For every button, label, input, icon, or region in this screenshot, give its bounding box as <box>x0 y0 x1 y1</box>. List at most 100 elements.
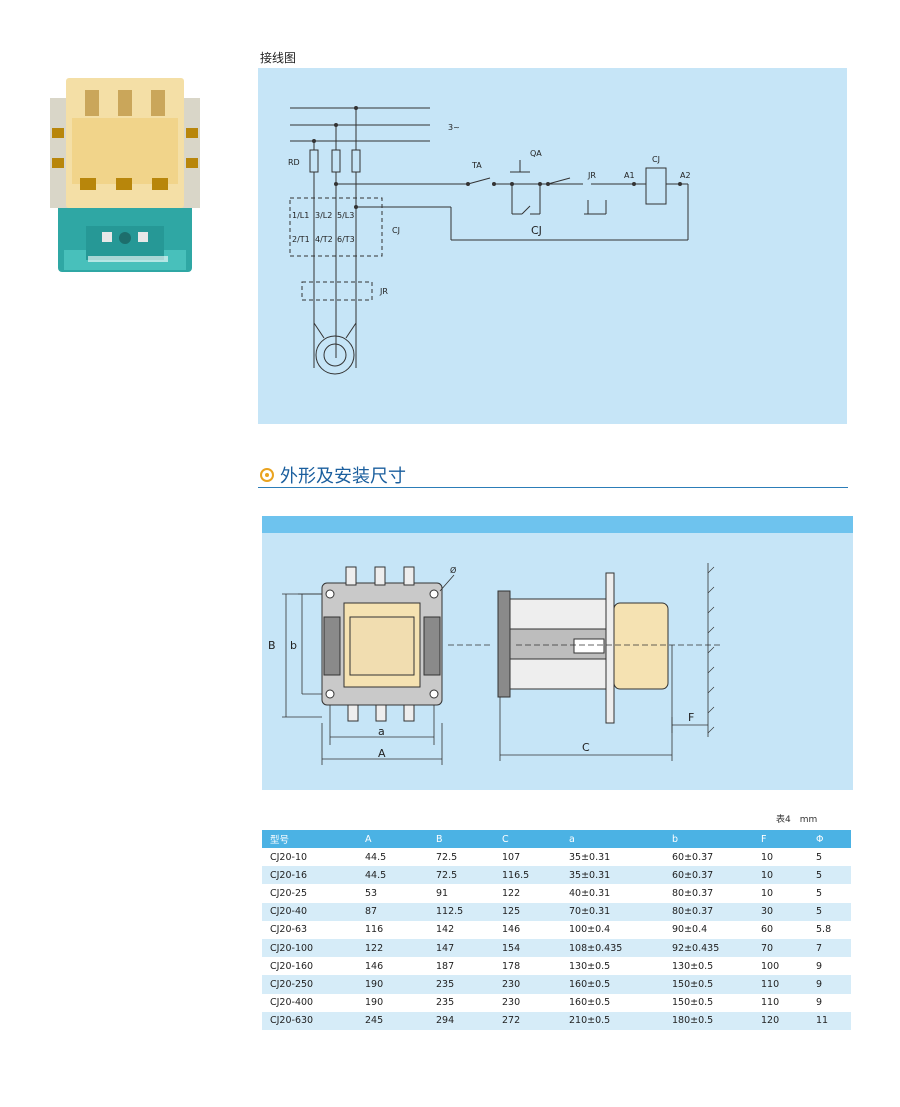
table-cell: 230 <box>502 997 521 1009</box>
table-cell: 70 <box>753 938 808 958</box>
table-cell: 235 <box>436 997 455 1009</box>
table-cell: 10 <box>753 866 808 885</box>
table-cell: 146 <box>502 924 521 936</box>
table-cell: CJ20-250 <box>262 975 357 994</box>
table-cell: CJ20-63 <box>270 924 308 936</box>
dimension-header-strip <box>262 516 853 533</box>
dim-F-label: F <box>688 711 694 724</box>
table-cell: 5.8 <box>816 924 832 936</box>
dim-C-label: C <box>582 741 590 754</box>
table-cell: CJ20-160 <box>270 960 314 972</box>
rd-label: RD <box>288 158 300 167</box>
table-cell: CJ20-630 <box>262 1011 357 1030</box>
table-cell: CJ20-10 <box>270 851 308 863</box>
l1-label: 1/L1 <box>292 211 309 220</box>
table-cell: 80±0.37 <box>664 902 753 921</box>
jr-label: JR <box>587 171 596 180</box>
table-cell: 44.5 <box>365 851 387 863</box>
table-cell: 190 <box>357 975 428 994</box>
table-cell: 180±0.5 <box>664 1011 753 1030</box>
jr-box-label: JR <box>379 287 388 296</box>
dimension-drawing: B b a A C F Ø <box>268 563 722 765</box>
qa-label: QA <box>530 149 542 158</box>
table-cell: 92±0.435 <box>664 938 753 958</box>
table-cell: 116 <box>365 924 384 936</box>
dim-phi-label: Ø <box>450 565 456 575</box>
table-cell: 10 <box>761 851 774 863</box>
bullet-ring-icon <box>260 468 274 482</box>
table-cell: 35±0.31 <box>569 851 611 863</box>
table-cell: 294 <box>428 1011 494 1030</box>
t3-label: 6/T3 <box>337 235 355 244</box>
header-cell: b <box>664 830 753 848</box>
table-cell: 187 <box>436 960 455 972</box>
table-cell: 150±0.5 <box>672 997 714 1009</box>
l3-label: 5/L3 <box>337 211 354 220</box>
table-cell: 30 <box>753 902 808 921</box>
table-cell: 90±0.4 <box>672 924 708 936</box>
table-cell: 60±0.37 <box>664 866 753 885</box>
table-cell: 125 <box>494 902 561 921</box>
table-cell: 7 <box>808 938 851 958</box>
phase-label: 3~ <box>448 123 460 132</box>
table-cell: 9 <box>808 975 851 994</box>
table-cell: 272 <box>494 1011 561 1030</box>
table-cell: 116.5 <box>494 866 561 885</box>
table-cell: 160±0.5 <box>561 975 664 994</box>
t2-label: 4/T2 <box>315 235 333 244</box>
table-cell: 230 <box>494 975 561 994</box>
table-cell: 35±0.31 <box>561 866 664 885</box>
table-cell: 122 <box>357 938 428 958</box>
header-cell: Φ <box>808 830 851 848</box>
a1-label: A1 <box>624 171 635 180</box>
ta-label: TA <box>471 161 482 170</box>
table-cell: 9 <box>816 960 823 972</box>
table-cell: 178 <box>502 960 521 972</box>
contactor-photo <box>50 78 200 272</box>
table-cell: 53 <box>365 887 378 899</box>
cj-control-label: CJ <box>531 224 542 237</box>
header-cell: A <box>357 830 428 848</box>
table-cell: 120 <box>753 1011 808 1030</box>
wiring-diagram-title: 接线图 <box>260 51 297 65</box>
table-cell: 210±0.5 <box>561 1011 664 1030</box>
wiring-diagram-panel: 3~ RD TA QA JR A1 A2 CJ 1/L1 3/L2 5/L3 2… <box>258 68 847 424</box>
table-cell: 235 <box>428 975 494 994</box>
table-cell: 245 <box>357 1011 428 1030</box>
header-cell: F <box>753 830 808 848</box>
section-divider <box>258 487 848 488</box>
table-cell: CJ20-40 <box>262 902 357 921</box>
table-cell: 9 <box>816 997 823 1009</box>
dim-a-label: a <box>378 725 385 738</box>
table-cell: 108±0.435 <box>561 938 664 958</box>
table-cell: 190 <box>365 997 384 1009</box>
table-cell: CJ20-400 <box>270 997 314 1009</box>
table-cell: 80±0.37 <box>672 887 714 899</box>
table-cell: 60±0.37 <box>672 851 714 863</box>
table-cell: 154 <box>494 938 561 958</box>
section-heading: 外形及安装尺寸 <box>260 462 406 488</box>
table-header-row: 型号 A B C a b F Φ <box>262 830 851 848</box>
table-cell: 5 <box>816 851 823 863</box>
table-cell: 44.5 <box>357 866 428 885</box>
dim-B-label: B <box>268 639 276 652</box>
a2-label: A2 <box>680 171 691 180</box>
table-cell: 147 <box>428 938 494 958</box>
table-cell: 107 <box>502 851 521 863</box>
header-cell: C <box>494 830 561 848</box>
dim-b-label: b <box>290 639 297 652</box>
table-cell: 100±0.4 <box>569 924 611 936</box>
header-cell: B <box>428 830 494 848</box>
table-cell: 100 <box>761 960 780 972</box>
wiring-diagram: 3~ RD TA QA JR A1 A2 CJ 1/L1 3/L2 5/L3 2… <box>288 106 691 375</box>
table-cell: CJ20-16 <box>262 866 357 885</box>
